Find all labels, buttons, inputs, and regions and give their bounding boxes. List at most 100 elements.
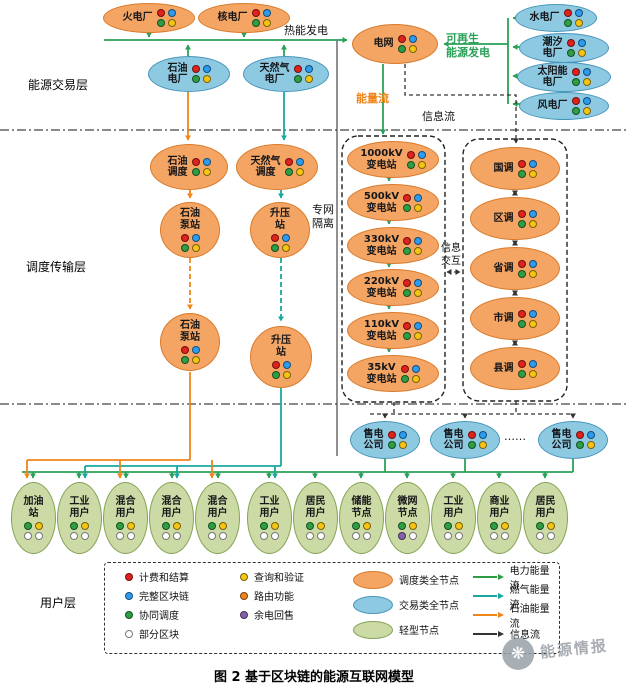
blue-dot	[408, 35, 417, 43]
node-label: 售电 公司	[363, 428, 384, 452]
red-dot	[156, 9, 165, 17]
green-dot	[251, 19, 260, 27]
blue-dot	[125, 591, 133, 600]
legend-item-yellow: 查询和验证	[240, 570, 304, 584]
node-oil-pump-1: 石油 泵站	[160, 202, 220, 258]
white-dot	[260, 532, 268, 540]
green-dot	[208, 522, 216, 530]
node-label: 县调	[493, 362, 514, 374]
white-dot	[70, 532, 78, 540]
green-dot	[156, 19, 165, 27]
red-dot	[571, 68, 580, 76]
node-label: 商业 用户	[489, 496, 510, 519]
red-dot	[293, 65, 302, 73]
yellow-dot	[240, 572, 248, 581]
green-dot	[444, 522, 452, 530]
blue-dot	[262, 9, 271, 17]
green-dot	[571, 78, 580, 86]
white-dot	[409, 532, 417, 540]
node-label: 核电厂	[217, 12, 248, 24]
yellow-dot	[202, 75, 211, 83]
node-mixed-user-2: 混合 用户	[149, 482, 194, 554]
blockchain-feature-dots	[156, 9, 176, 27]
green-dot	[536, 522, 544, 530]
yellow-dot	[411, 374, 420, 383]
node-label: 太阳能 电厂	[537, 65, 568, 89]
green-dot	[260, 522, 268, 530]
red-dot	[517, 209, 526, 218]
legend-label: 轻型节点	[399, 626, 439, 637]
red-dot	[403, 278, 412, 287]
yellow-dot	[363, 522, 371, 530]
yellow-dot	[501, 522, 509, 530]
legend-label: 部分区块	[139, 630, 179, 641]
node-label: 工业 用户	[69, 496, 90, 519]
blockchain-feature-dots	[571, 68, 591, 86]
blockchain-feature-dots	[444, 522, 463, 540]
blue-dot	[414, 193, 423, 202]
green-dot	[490, 522, 498, 530]
legend-label: 协同调度	[139, 611, 179, 622]
node-label: 工业 用户	[443, 496, 464, 519]
renewable-generation-label: 可再生 能源发电	[446, 32, 490, 60]
red-dot	[517, 259, 526, 268]
node-label: 居民 用户	[535, 496, 556, 519]
blockchain-feature-dots	[517, 309, 537, 328]
red-dot	[397, 35, 406, 43]
yellow-dot	[414, 203, 423, 212]
yellow-dot	[478, 441, 487, 449]
blockchain-feature-dots	[306, 522, 325, 540]
white-dot	[352, 532, 360, 540]
yellow-dot	[528, 319, 537, 328]
green-dot	[70, 522, 78, 530]
node-label: 混合 用户	[115, 496, 136, 519]
watermark-text: 能源情报	[539, 636, 609, 662]
blockchain-feature-dots	[24, 522, 43, 540]
red-dot	[406, 150, 415, 159]
green-dot	[116, 522, 124, 530]
node-industrial-user-1: 工业 用户	[57, 482, 102, 554]
node-label: 500kV 变电站	[363, 191, 400, 214]
yellow-dot	[295, 168, 304, 176]
blockchain-feature-dots	[517, 359, 537, 378]
orange-dot	[240, 591, 248, 600]
green-dot	[563, 19, 572, 27]
layer-label-trading: 能源交易层	[28, 78, 89, 92]
blue-dot	[577, 39, 586, 47]
blue-dot	[202, 65, 211, 73]
node-label: 区调	[493, 212, 514, 224]
node-substation-220kv: 220kV 变电站	[347, 269, 439, 306]
node-label: 混合 用户	[161, 496, 182, 519]
legend-label: 路由功能	[254, 592, 294, 603]
green-ellipse-sample	[353, 620, 393, 639]
teal-flow-line	[473, 594, 497, 597]
green-dot	[191, 168, 200, 176]
red-dot	[403, 193, 412, 202]
yellow-dot	[417, 160, 426, 169]
node-label: 220kV 变电站	[363, 276, 400, 299]
yellow-dot	[408, 45, 417, 53]
node-storage-node: 储能 节点	[339, 482, 384, 554]
red-dot	[403, 321, 412, 330]
white-dot	[219, 532, 227, 540]
node-mixed-user-3: 混合 用户	[195, 482, 240, 554]
blockchain-feature-dots	[191, 158, 211, 176]
orange-flow-line	[473, 613, 497, 616]
node-tidal-plant: 潮汐 电厂	[519, 33, 609, 63]
yellow-dot	[582, 78, 591, 86]
node-label: 市调	[493, 312, 514, 324]
blockchain-feature-dots	[400, 364, 420, 383]
red-dot	[180, 234, 189, 242]
legend-item-purple: 余电回售	[240, 608, 304, 622]
red-dot	[566, 39, 575, 47]
white-dot	[81, 532, 89, 540]
node-wind-plant: 风电厂	[519, 92, 609, 120]
legend-label: 余电回售	[254, 611, 294, 622]
red-dot	[284, 158, 293, 166]
blue-dot	[202, 158, 211, 166]
green-dot	[400, 374, 409, 383]
red-dot	[563, 9, 572, 17]
node-boost-station-2: 升压 站	[250, 326, 312, 388]
green-dot	[306, 522, 314, 530]
blockchain-feature-dots	[398, 522, 417, 540]
